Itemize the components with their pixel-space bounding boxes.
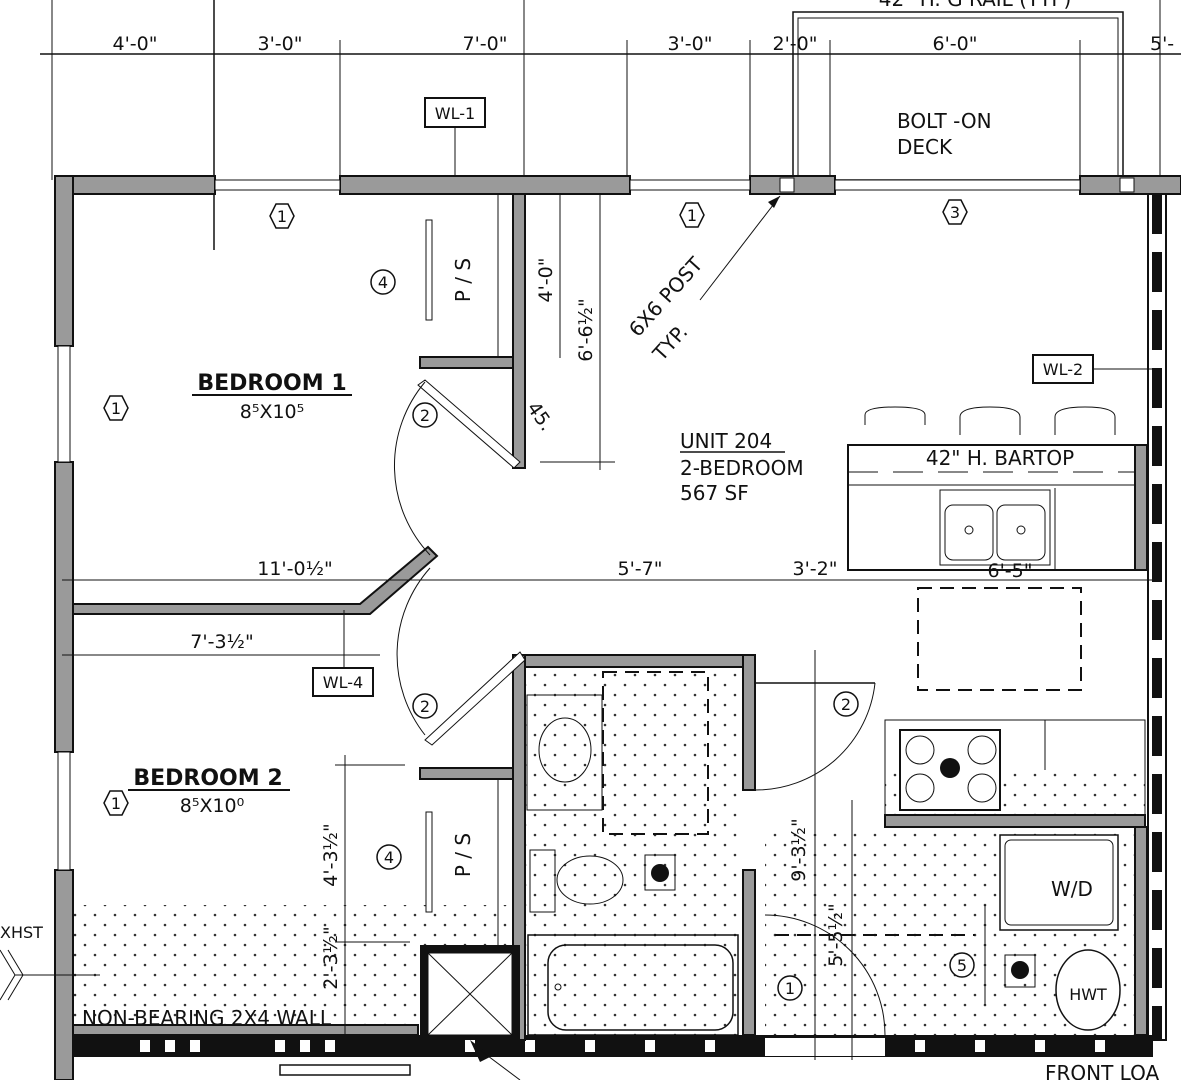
dim-7-3: 7'-3½" <box>190 631 253 653</box>
bedroom1-name: BEDROOM 1 <box>197 371 346 396</box>
callout-laundry: 5 <box>957 956 967 975</box>
dim-4-0: 4'-0" <box>535 258 557 303</box>
dim-5-5: 5'-5½" <box>825 903 847 966</box>
callout-window-2: 1 <box>111 399 121 418</box>
deck-label-2: DECK <box>897 135 953 159</box>
callout-door-3: 3 <box>950 203 960 222</box>
dim-5-7: 5'-7" <box>618 558 663 580</box>
bedroom1-label: BEDROOM 1 8⁵X10⁵ <box>192 371 352 423</box>
wall-tag-wl4: WL-4 <box>312 610 374 697</box>
dim-3-2: 3'-2" <box>793 558 838 580</box>
doors <box>394 379 886 1036</box>
bedroom1-size: 8⁵X10⁵ <box>240 401 305 423</box>
dim-6-6: 6'-6½" <box>575 298 597 361</box>
dim-top-1: 4'-0" <box>113 33 158 55</box>
closet-bedroom1: P / S <box>425 194 499 357</box>
callout-door-bath: 2 <box>841 695 851 714</box>
washer-dryer-label: W/D <box>1051 877 1093 901</box>
tile-floor-bath <box>525 667 743 1035</box>
laundry: W/D HWT <box>775 834 1121 1031</box>
bedroom2-size: 8⁵X10⁰ <box>180 795 245 817</box>
exhaust-label: XHST <box>0 923 43 942</box>
closet-label-1: P / S <box>451 258 475 302</box>
interior-dimensions: 11'-0½" 7'-3½" 5'-7" 3'-2" 6'-5" 4'-0" 6… <box>62 194 1160 1060</box>
closet-bedroom2: P / S <box>425 779 499 945</box>
dim-top-3: 7'-0" <box>463 33 508 55</box>
exterior-walls <box>54 175 1181 1080</box>
wall-tag-wl2: WL-2 <box>1032 354 1160 384</box>
dim-top-6: 6'-0" <box>933 33 978 55</box>
wl2-label: WL-2 <box>1043 360 1083 379</box>
notes: XHST NON-BEARING 2X4 WALL FRONT LOA <box>0 923 1159 1080</box>
callouts: 1 1 1 1 3 4 4 2 2 2 1 5 <box>103 199 975 1001</box>
wall-tag-wl1: WL-1 <box>424 97 486 178</box>
closet-label-2: P / S <box>451 833 475 877</box>
unit-area: 567 SF <box>680 481 749 505</box>
unit-label: UNIT 204 2-BEDROOM 567 SF <box>680 429 804 505</box>
dim-4-3: 4'-3½" <box>320 823 342 886</box>
callout-door-bed2: 2 <box>420 697 430 716</box>
wl4-label: WL-4 <box>323 673 363 692</box>
interior-walls <box>72 193 1148 1041</box>
dim-top-7: 5'- <box>1150 33 1174 55</box>
dim-2-3: 2'-3½" <box>320 926 342 989</box>
dim-11-0: 11'-0½" <box>257 558 333 580</box>
post-note: 6X6 POST TYP. <box>624 195 781 366</box>
dim-top-2: 3'-0" <box>258 33 303 55</box>
top-dimension-string: 4'-0" 3'-0" 7'-0" 3'-0" 2'-0" 6'-0" 5'- <box>40 0 1181 250</box>
dim-9-3: 9'-3½" <box>788 818 810 881</box>
bedroom2-name: BEDROOM 2 <box>133 766 282 791</box>
callout-door-bed1: 2 <box>420 406 430 425</box>
front-note: FRONT LOA <box>1045 1061 1159 1080</box>
dim-45: 45. <box>522 398 557 435</box>
hwt-label: HWT <box>1069 985 1107 1004</box>
callout-closet-2: 4 <box>384 848 394 867</box>
bartop-label: 42" H. BARTOP <box>926 446 1074 470</box>
bathroom-fixtures <box>526 671 739 1036</box>
callout-window-3: 1 <box>111 794 121 813</box>
dim-top-4: 3'-0" <box>668 33 713 55</box>
callout-window-1: 1 <box>277 207 287 226</box>
callout-closet-1: 4 <box>378 273 388 292</box>
callout-door-entry: 1 <box>785 979 795 998</box>
rail-note: 42" H. G RAIL (TYP) <box>879 0 1072 11</box>
wall-note: NON-BEARING 2X4 WALL <box>82 1006 332 1030</box>
dim-6-5: 6'-5" <box>988 560 1033 582</box>
bedroom2-label: BEDROOM 2 8⁵X10⁰ <box>128 766 290 817</box>
unit-type: 2-BEDROOM <box>680 456 804 480</box>
dim-top-5: 2'-0" <box>773 33 818 55</box>
unit-name: UNIT 204 <box>680 429 772 453</box>
callout-window-4: 1 <box>687 206 697 225</box>
kitchen: 42" H. BARTOP <box>847 406 1148 816</box>
bolt-on-deck: 42" H. G RAIL (TYP) BOLT -ON DECK <box>792 0 1124 181</box>
wl1-label: WL-1 <box>435 104 475 123</box>
deck-label-1: BOLT -ON <box>897 109 992 133</box>
